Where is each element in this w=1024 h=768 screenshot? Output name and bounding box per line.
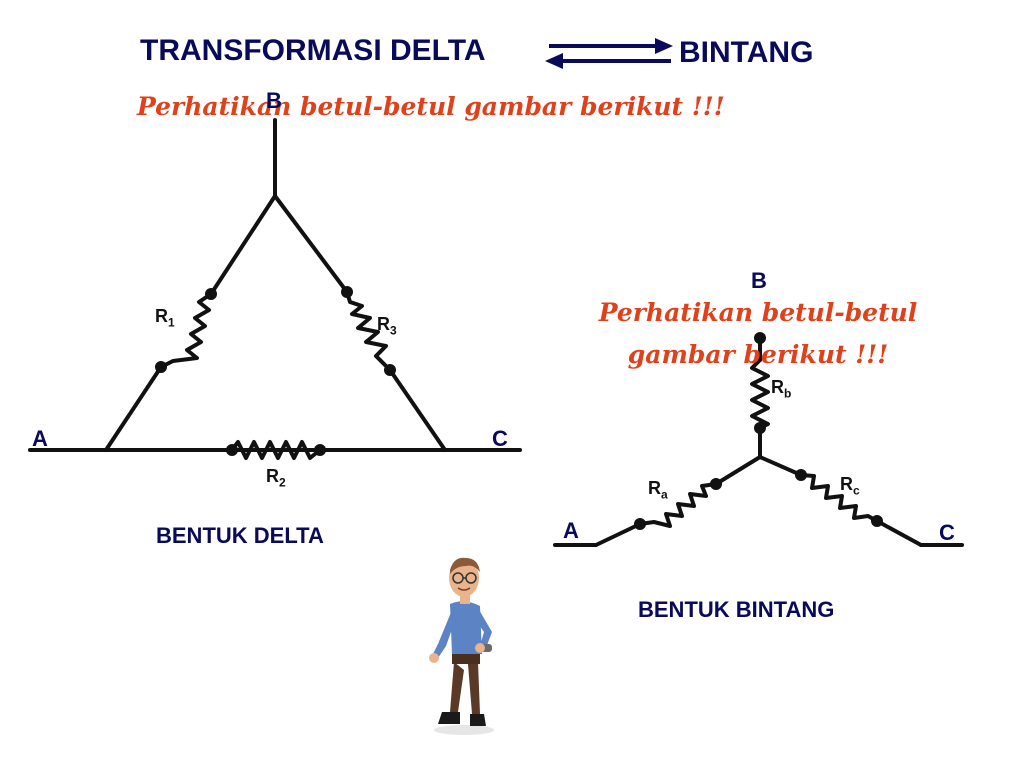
double-arrow-icon: [545, 38, 673, 69]
terminal-dot: [754, 332, 766, 344]
terminal-dot: [634, 518, 646, 530]
delta-node-a: A: [32, 426, 48, 451]
r1-label: R1: [155, 306, 175, 330]
r2-resistor: [230, 440, 322, 460]
terminal-dot: [226, 444, 238, 456]
star-node-b: B: [751, 268, 767, 293]
rc-label: Rc: [840, 474, 860, 498]
r3-label: R3: [377, 314, 397, 338]
rb-label: Rb: [771, 377, 792, 401]
star-node-c: C: [939, 520, 955, 545]
instruction-note-2: Perhatikan betul-betul gambar berikut !!…: [598, 298, 918, 369]
delta-node-b: B: [266, 88, 282, 113]
terminal-dot: [754, 422, 766, 434]
title-left: TRANSFORMASI DELTA: [140, 34, 486, 67]
terminal-dot: [710, 478, 722, 490]
rb-resistor: [750, 358, 770, 430]
r1-resistor: [159, 292, 213, 369]
ra-label: Ra: [648, 478, 668, 502]
terminal-dot: [384, 364, 396, 376]
terminal-dot: [155, 361, 167, 373]
terminal-dot: [341, 286, 353, 298]
delta-node-c: C: [492, 426, 508, 451]
ra-resistor: [638, 482, 718, 528]
rc-resistor: [799, 473, 879, 523]
r3-resistor: [345, 290, 392, 372]
star-caption: BENTUK BINTANG: [638, 597, 835, 622]
terminal-dot: [314, 444, 326, 456]
r2-label: R2: [266, 466, 286, 490]
instruction-note-1: Perhatikan betul-betul gambar berikut !!…: [137, 92, 725, 121]
terminal-dot: [205, 288, 217, 300]
terminal-dot: [795, 469, 807, 481]
title-right: BINTANG: [679, 36, 814, 69]
cartoon-man-icon: [429, 557, 494, 735]
terminal-dot: [871, 515, 883, 527]
star-node-a: A: [563, 518, 579, 543]
delta-caption: BENTUK DELTA: [156, 523, 324, 548]
